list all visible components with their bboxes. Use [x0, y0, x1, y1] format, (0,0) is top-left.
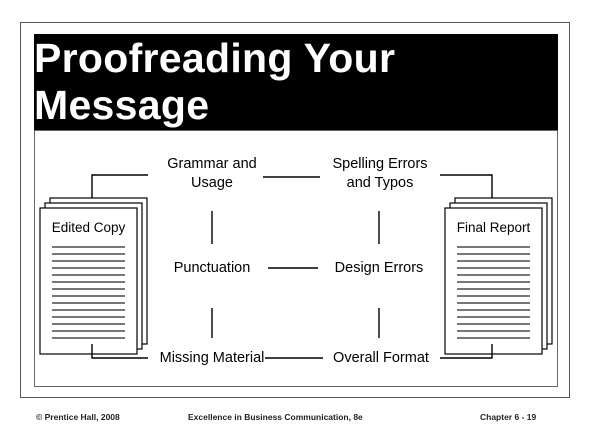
slide-title: Proofreading Your Message [34, 35, 396, 128]
diagram-box [34, 130, 558, 387]
footer-copyright: © Prentice Hall, 2008 [36, 412, 120, 422]
connector-left-bottom [91, 344, 148, 359]
footer-chapter: Chapter 6 - 19 [480, 412, 537, 422]
right-document-stack [444, 197, 553, 355]
node-spelling-errors: Spelling Errors and Typos [332, 156, 428, 191]
left-doc-label: Edited Copy [51, 220, 126, 235]
node-overall-format: Overall Format [333, 350, 429, 366]
connector-left-top [91, 174, 148, 198]
title-bar: Proofreading Your Message [34, 34, 558, 130]
connector-lines [91, 174, 493, 359]
left-document-stack [39, 197, 148, 355]
left-doc-text-lines [52, 246, 125, 339]
right-doc-label: Final Report [456, 220, 531, 235]
node-design-errors: Design Errors [334, 260, 424, 276]
node-missing-material: Missing Material [159, 350, 265, 366]
slide-frame [20, 22, 570, 398]
right-doc-text-lines [457, 246, 530, 339]
node-grammar-usage: Grammar and Usage [167, 156, 257, 191]
footer-book-title: Excellence in Business Communication, 8e [188, 412, 363, 422]
connector-right-bottom [440, 344, 493, 359]
connector-right-top [440, 174, 493, 198]
node-punctuation: Punctuation [173, 260, 251, 276]
